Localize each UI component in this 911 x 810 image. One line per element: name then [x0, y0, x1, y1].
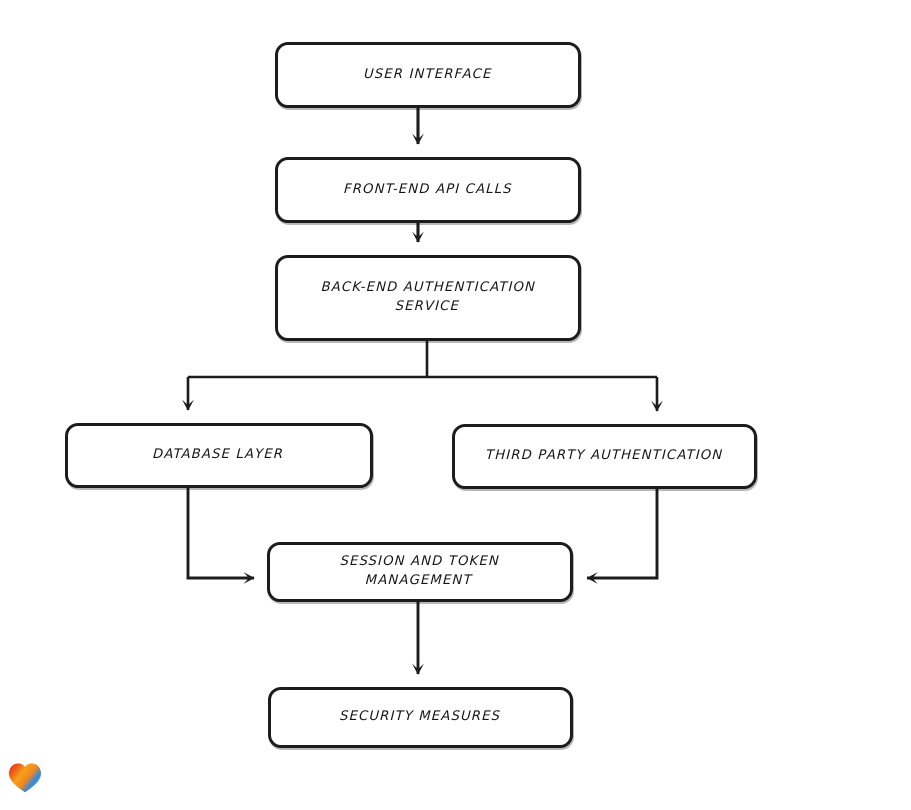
node-session-and-token-management[interactable]: SESSION AND TOKEN MANAGEMENT [267, 542, 573, 602]
node-user-interface[interactable]: USER INTERFACE [275, 42, 581, 108]
node-front-end-api-calls[interactable]: FRONT-END API CALLS [275, 157, 581, 223]
node-label-third-party-authentication: THIRD PARTY AUTHENTICATION [485, 448, 724, 464]
node-label-session-and-token-management: SESSION AND TOKEN MANAGEMENT [340, 554, 501, 588]
node-label-database-layer: DATABASE LAYER [153, 447, 285, 463]
node-label-user-interface: USER INTERFACE [363, 66, 493, 82]
connector-database-to-session [186, 488, 255, 584]
node-security-measures[interactable]: SECURITY MEASURES [268, 687, 573, 748]
node-label-front-end-api-calls: FRONT-END API CALLS [343, 181, 513, 197]
node-label-back-end-authentication-service: BACK-END AUTHENTICATION SERVICE [320, 280, 537, 314]
node-third-party-authentication[interactable]: THIRD PARTY AUTHENTICATION [452, 424, 757, 489]
node-label-security-measures: SECURITY MEASURES [339, 709, 502, 725]
node-back-end-authentication-service[interactable]: BACK-END AUTHENTICATION SERVICE [275, 255, 581, 341]
node-database-layer[interactable]: DATABASE LAYER [65, 423, 373, 488]
connector-thirdparty-to-session [586, 489, 659, 584]
heart-icon [8, 762, 42, 794]
